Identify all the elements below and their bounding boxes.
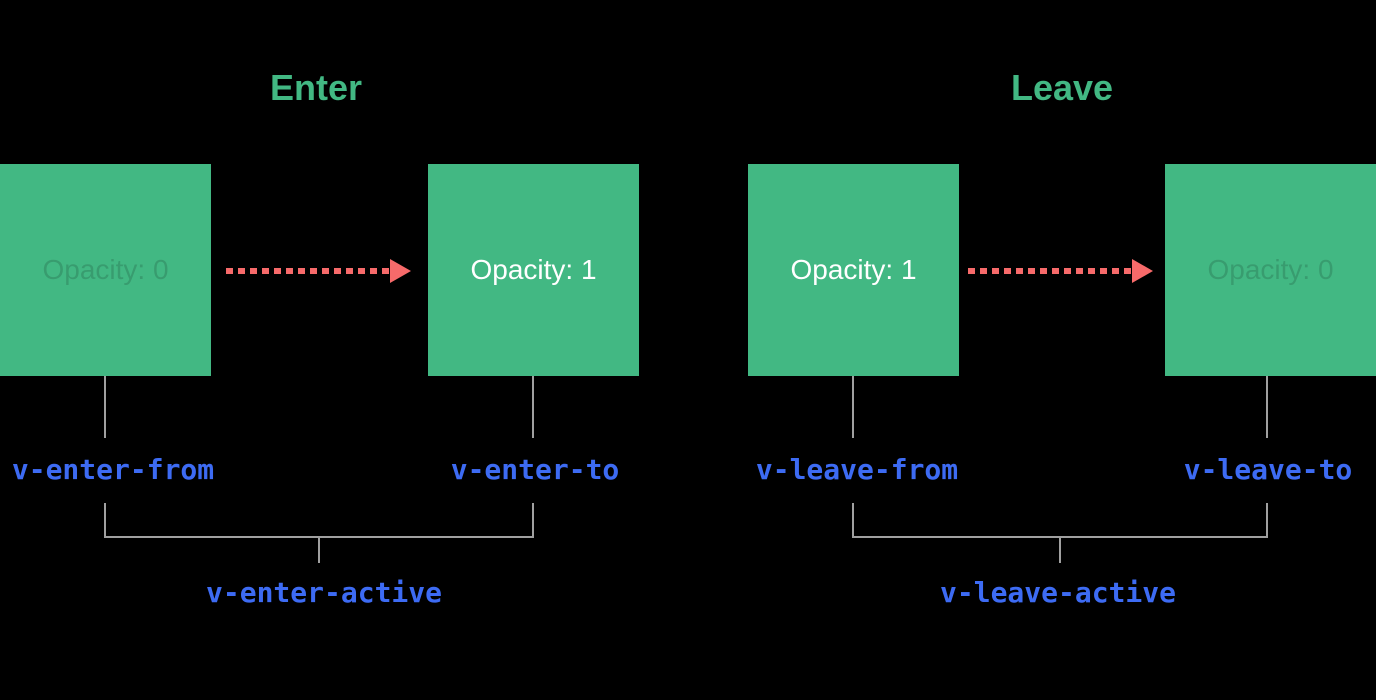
leave-to-bracket-drop-line xyxy=(1266,503,1268,537)
leave-arrow-head-icon xyxy=(1132,259,1153,283)
leave-to-box: Opacity: 0 xyxy=(1165,164,1376,376)
leave-from-class-label: v-leave-from xyxy=(755,453,959,486)
enter-from-box: Opacity: 0 xyxy=(0,164,211,376)
enter-active-class-label: v-enter-active xyxy=(205,576,443,609)
enter-to-box: Opacity: 1 xyxy=(428,164,639,376)
leave-section-title: Leave xyxy=(1010,67,1114,108)
enter-from-connector-line xyxy=(104,376,106,438)
leave-to-class-label: v-leave-to xyxy=(1183,453,1353,486)
leave-from-box: Opacity: 1 xyxy=(748,164,959,376)
enter-to-bracket-drop-line xyxy=(532,503,534,537)
enter-active-stem-line xyxy=(318,536,320,563)
enter-section-title: Enter xyxy=(269,67,363,108)
enter-arrow-head-icon xyxy=(390,259,411,283)
leave-from-connector-line xyxy=(852,376,854,438)
leave-from-box-opacity-label: Opacity: 1 xyxy=(790,254,917,285)
enter-transition-dashed-arrow xyxy=(226,268,390,274)
enter-to-box-opacity-label: Opacity: 1 xyxy=(470,254,597,285)
leave-active-stem-line xyxy=(1059,536,1061,563)
leave-to-connector-line xyxy=(1266,376,1268,438)
leave-transition-dashed-arrow xyxy=(968,268,1132,274)
enter-from-box-opacity-label: Opacity: 0 xyxy=(42,254,169,285)
leave-to-box-opacity-label: Opacity: 0 xyxy=(1207,254,1334,285)
enter-to-class-label: v-enter-to xyxy=(450,453,620,486)
enter-from-bracket-drop-line xyxy=(104,503,106,537)
enter-from-class-label: v-enter-from xyxy=(11,453,215,486)
leave-active-class-label: v-leave-active xyxy=(939,576,1177,609)
leave-from-bracket-drop-line xyxy=(852,503,854,537)
enter-to-connector-line xyxy=(532,376,534,438)
